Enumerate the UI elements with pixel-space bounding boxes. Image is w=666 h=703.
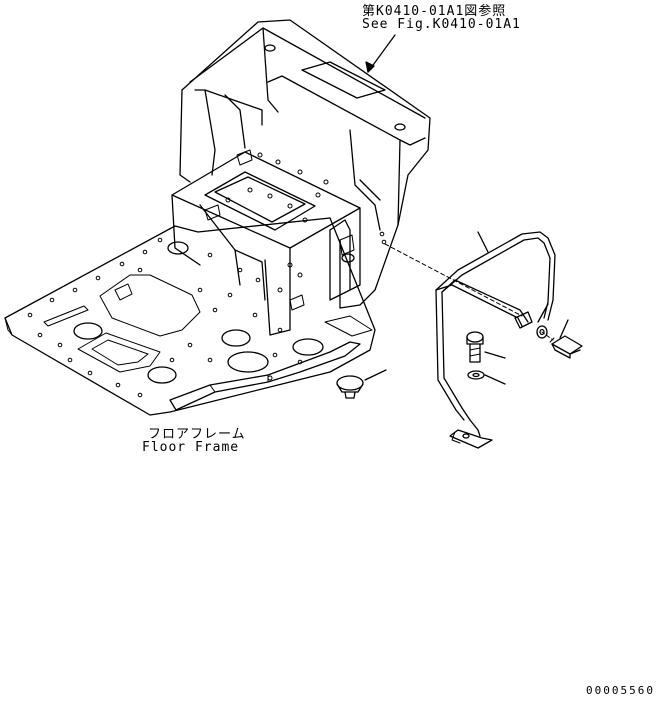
washer-small — [536, 325, 548, 339]
handrail — [435, 231, 556, 449]
control-box-frame — [171, 149, 387, 336]
floor-frame-plate — [4, 217, 376, 416]
cab-rear-box — [179, 19, 431, 309]
bolt-vertical — [466, 331, 484, 363]
bolt-horizontal — [549, 335, 583, 359]
reference-note-en: See Fig.K0410-01A1 — [362, 17, 521, 32]
floor-frame-label-en: Floor Frame — [142, 440, 240, 455]
floor-frame-label-jp: フロアフレーム — [148, 427, 246, 442]
washer-large — [467, 370, 485, 380]
drawing-number: 00005560 — [586, 684, 655, 697]
reference-note-jp: 第K0410-01A1図参照 — [362, 4, 507, 19]
rubber-cap — [336, 375, 364, 399]
